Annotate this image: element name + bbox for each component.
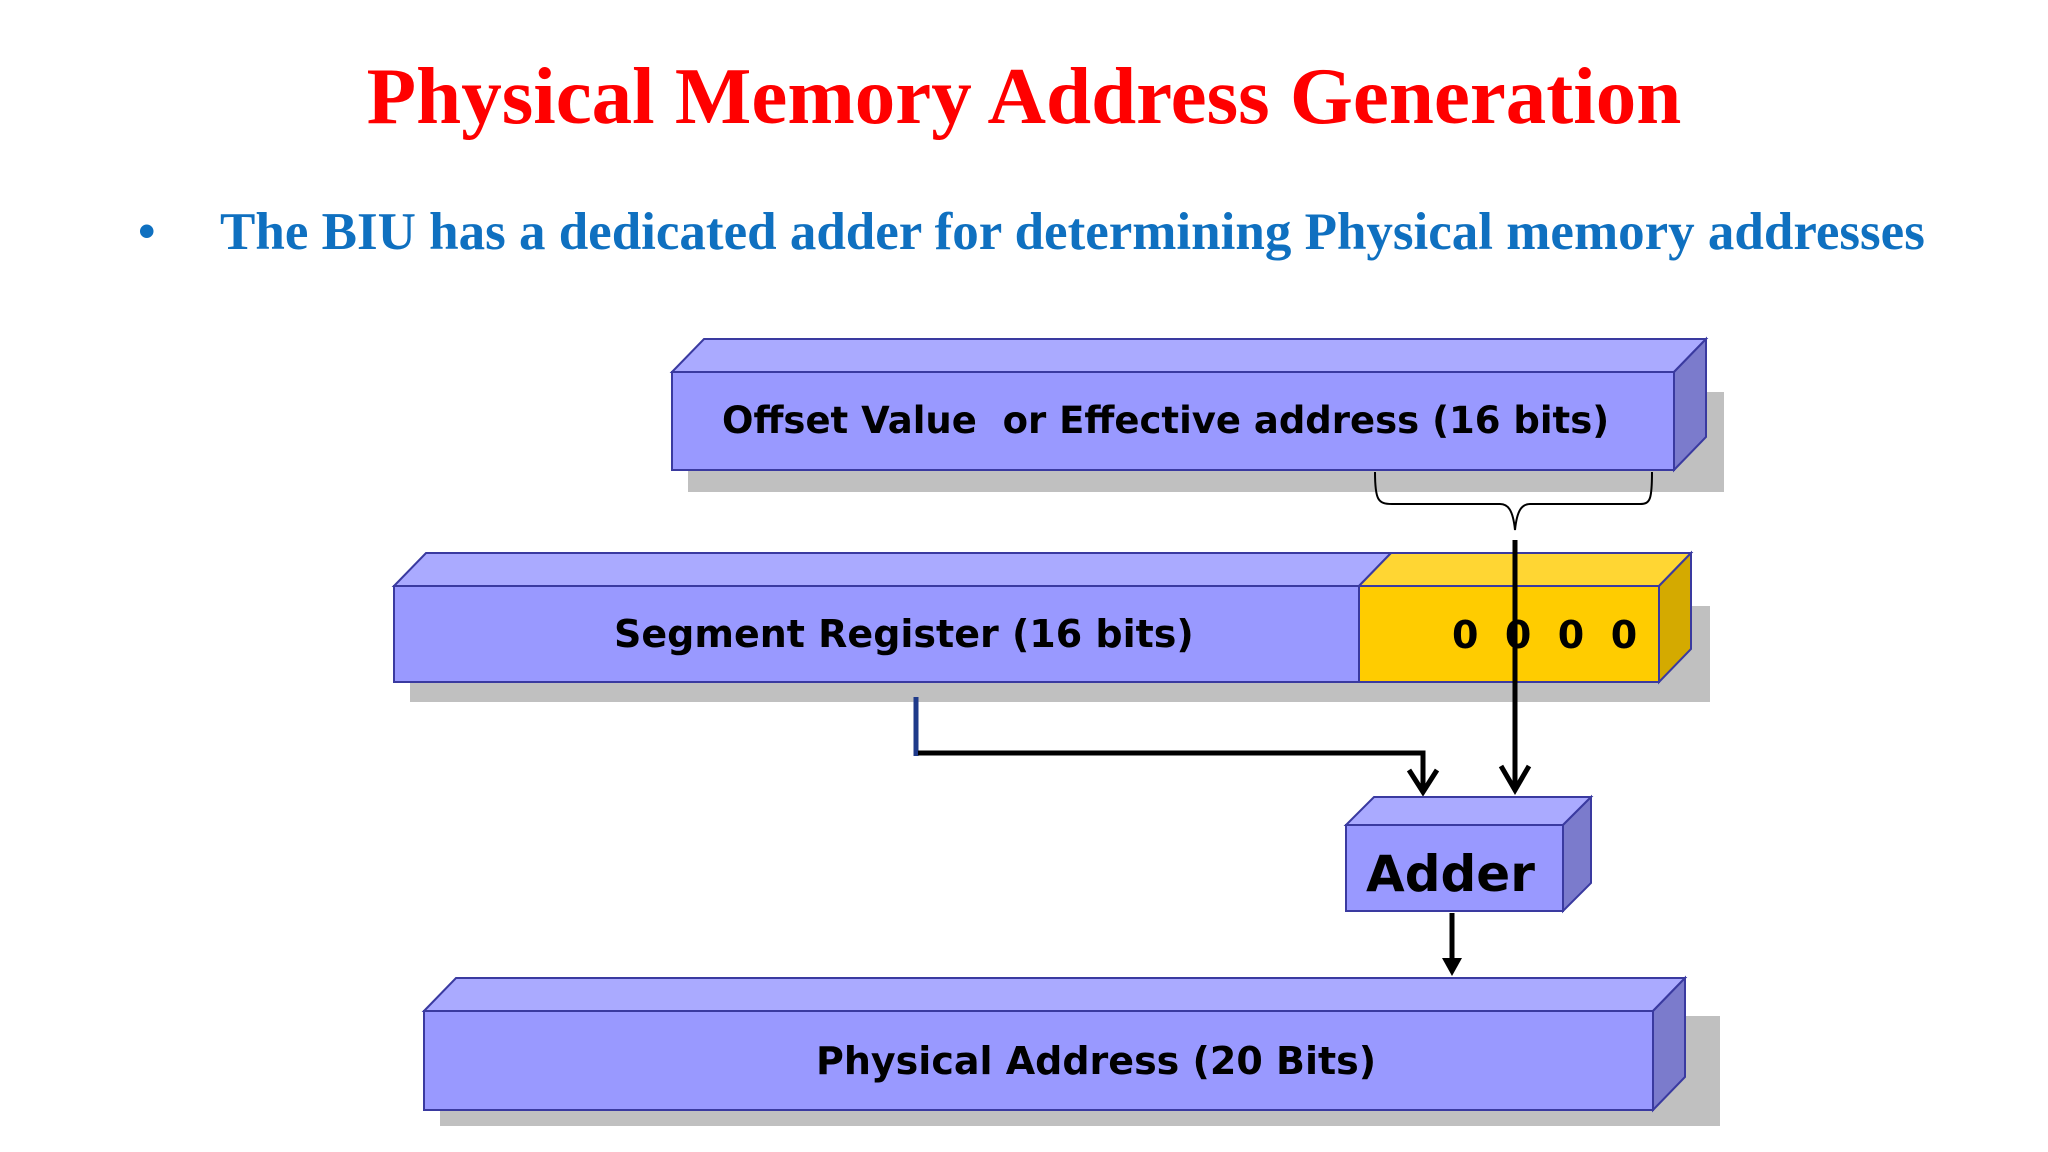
physical-box-top (421, 977, 1688, 1012)
offset-brace (1374, 471, 1653, 531)
bullet-marker: • (138, 203, 156, 259)
offset-box-front (671, 371, 1675, 471)
slide-title: Physical Memory Address Generation (366, 51, 1682, 141)
segment-box-label: Segment Register (16 bits) (614, 612, 1194, 656)
physical-box-front (423, 1010, 1654, 1111)
adder-box-front (1345, 824, 1564, 912)
physical-box-label: Physical Address (20 Bits) (816, 1039, 1376, 1083)
bullet-text: The BIU has a dedicated adder for determ… (220, 203, 1925, 261)
segment-arrow-head (1406, 768, 1440, 797)
zeros-box-front (1358, 585, 1660, 683)
zeros-box-top (1356, 552, 1694, 587)
physical-arrow-head (1442, 958, 1462, 976)
segment-box-front (393, 585, 1360, 683)
segment-to-adder-arrow (918, 750, 1426, 788)
offset-register-box: Offset Value or Effective address (16 bi… (669, 336, 1724, 492)
zeros-box-label: 0 0 0 0 (1452, 613, 1637, 657)
physical-address-box: Physical Address (20 Bits) (421, 975, 1720, 1126)
offset-box-top (669, 338, 1709, 373)
offset-arrow-head (1498, 764, 1532, 795)
offset-box-label: Offset Value or Effective address (16 bi… (722, 399, 1609, 442)
segment-box-top (391, 552, 1394, 587)
adder-box-top (1343, 796, 1594, 826)
segment-register-box: Segment Register (16 bits) (391, 552, 1710, 702)
zeros-extension-box: 0 0 0 0 (1356, 550, 1694, 685)
adder-box: Adder (1343, 794, 1594, 914)
adder-box-label: Adder (1366, 845, 1535, 903)
